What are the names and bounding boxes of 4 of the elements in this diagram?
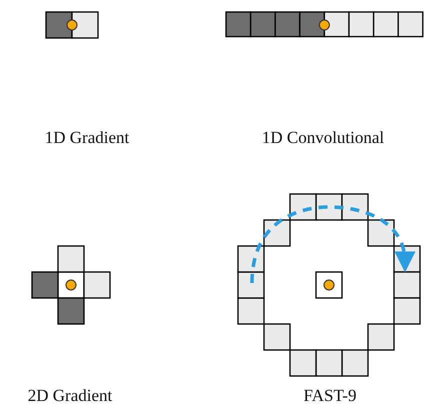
caption-text: 1D Convolutional <box>262 128 384 148</box>
caption-text: FAST-9 <box>304 386 356 406</box>
caption-text: 1D Gradient <box>44 128 130 148</box>
caption-text: 2D Gradient <box>28 386 112 406</box>
